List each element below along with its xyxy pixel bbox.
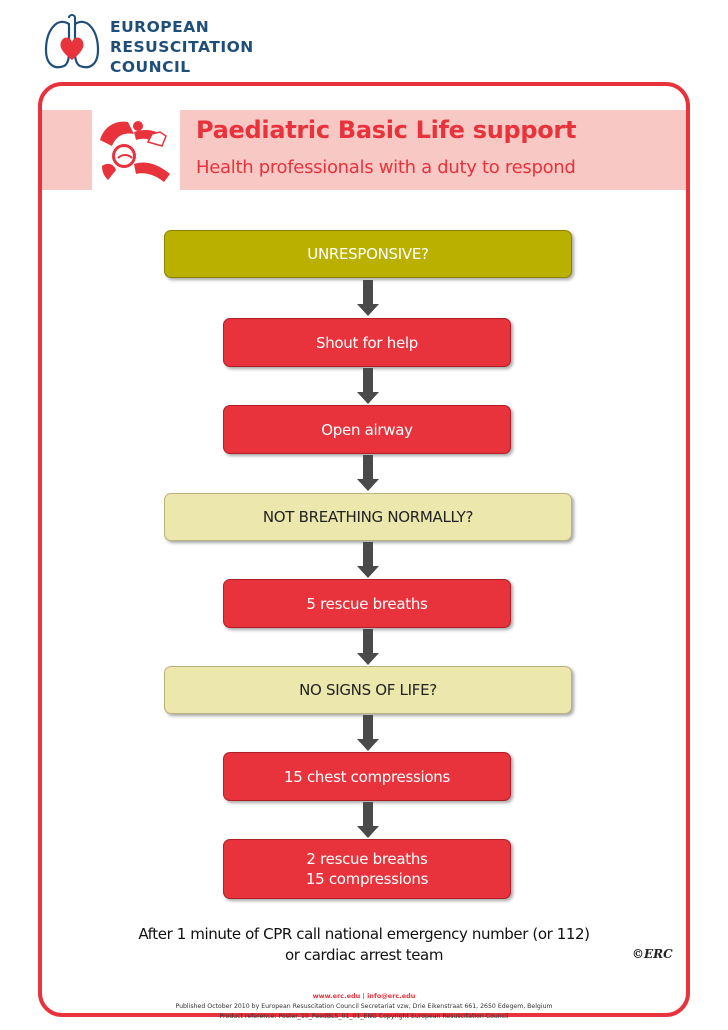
step-15-chest-compressions: 15 chest compressions	[223, 752, 511, 801]
erc-copyright-mark: ©ERC	[632, 947, 673, 961]
step-label: NOT BREATHING NORMALLY?	[263, 508, 473, 526]
step-label: UNRESPONSIVE?	[307, 245, 428, 263]
erc-logo: EUROPEAN RESUSCITATION COUNCIL	[42, 8, 272, 78]
page-title: Paediatric Basic Life support	[196, 116, 576, 144]
step-label-line-2: 15 compressions	[306, 869, 428, 889]
after-cpr-line-2: or cardiac arrest team	[122, 945, 606, 966]
flow-arrow	[357, 802, 379, 838]
published-note: Published October 2010 by European Resus…	[0, 1003, 728, 1010]
after-cpr-instruction: After 1 minute of CPR call national emer…	[122, 924, 606, 966]
step-not-breathing-normally: NOT BREATHING NORMALLY?	[164, 493, 572, 541]
flow-arrow	[357, 542, 379, 578]
step-2-breaths-15-compressions: 2 rescue breaths 15 compressions	[223, 839, 511, 899]
step-label: NO SIGNS OF LIFE?	[299, 681, 437, 699]
step-label-line-1: 2 rescue breaths	[306, 849, 428, 869]
flow-arrow	[357, 629, 379, 665]
page-subtitle: Health professionals with a duty to resp…	[196, 157, 576, 178]
step-label: 5 rescue breaths	[306, 595, 427, 613]
infant-rescue-breath-icon	[94, 112, 178, 188]
flow-arrow	[357, 455, 379, 491]
step-no-signs-of-life: NO SIGNS OF LIFE?	[164, 666, 572, 714]
step-shout-for-help: Shout for help	[223, 318, 511, 367]
step-label: Shout for help	[316, 334, 418, 352]
contact-links: www.erc.edu | info@erc.edu	[0, 992, 728, 1000]
logo-line-3: COUNCIL	[110, 57, 254, 77]
logo-line-2: RESUSCITATION	[110, 37, 254, 57]
step-open-airway: Open airway	[223, 405, 511, 454]
lungs-heart-logo-icon	[42, 12, 102, 74]
flow-arrow	[357, 280, 379, 316]
logo-line-1: EUROPEAN	[110, 17, 254, 37]
flow-arrow	[357, 715, 379, 751]
flow-arrow	[357, 368, 379, 404]
step-5-rescue-breaths: 5 rescue breaths	[223, 579, 511, 628]
step-unresponsive: UNRESPONSIVE?	[164, 230, 572, 278]
after-cpr-line-1: After 1 minute of CPR call national emer…	[122, 924, 606, 945]
step-label: 15 chest compressions	[284, 768, 450, 786]
step-label: Open airway	[321, 421, 412, 439]
product-reference: Product reference: Poster_10_PaedBLS_01_…	[0, 1013, 728, 1020]
